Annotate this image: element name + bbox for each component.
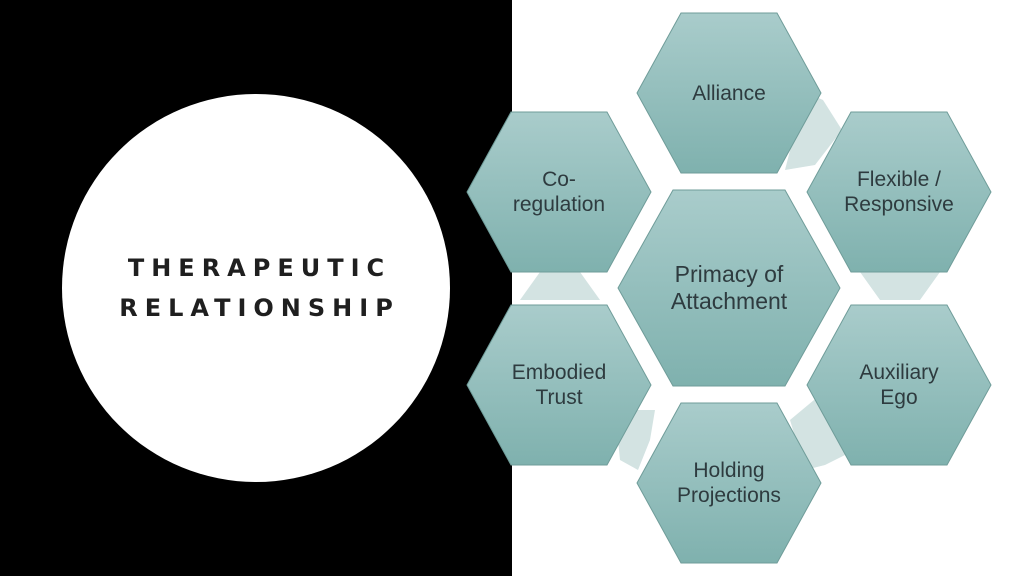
hex-co-regulation	[466, 111, 652, 273]
connector-flexible-auxiliary	[860, 272, 940, 300]
hex-auxiliary-ego	[806, 304, 992, 466]
title-line-1: THERAPEUTIC	[127, 254, 392, 282]
label-co-regulation: Co-regulation	[512, 168, 606, 216]
title-line-2: RELATIONSHIP	[119, 294, 400, 322]
hex-holding-projections	[636, 402, 822, 564]
hex-embodied-trust	[466, 304, 652, 466]
hex-alliance	[636, 12, 822, 174]
label-flexible-responsive: Flexible /Responsive	[844, 168, 954, 216]
hex-flexible-responsive	[806, 111, 992, 273]
label-alliance: Alliance	[692, 81, 766, 105]
connector-alliance-flexible	[785, 92, 842, 170]
connector-embodied-coregulation	[520, 272, 600, 300]
hex-primacy-of-attachment	[617, 189, 841, 387]
title-circle: THERAPEUTIC RELATIONSHIP	[62, 94, 450, 482]
